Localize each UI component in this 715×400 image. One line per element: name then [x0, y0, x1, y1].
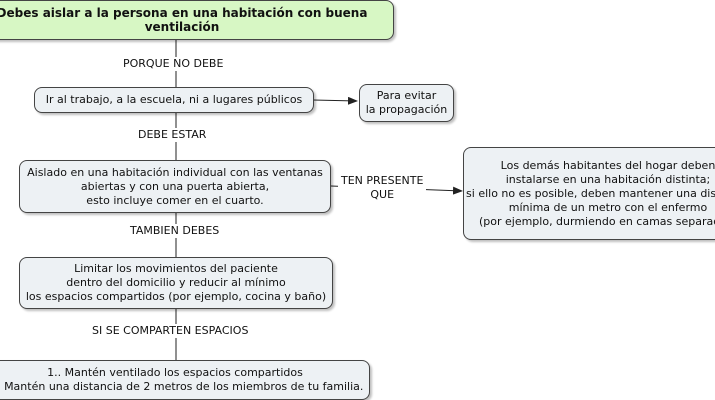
link-label-debe-estar: DEBE ESTAR: [135, 128, 210, 142]
link-label-ten-presente: TEN PRESENTE QUE: [338, 174, 427, 202]
root-node[interactable]: Debes aislar a la persona en una habitac…: [0, 0, 394, 40]
node-limitar[interactable]: Limitar los movimientos del paciente den…: [19, 257, 333, 309]
line-trabajo-to-evitar: [312, 96, 358, 105]
node-habitantes[interactable]: Los demás habitantes del hogar deben ins…: [463, 147, 715, 240]
node-trabajo[interactable]: Ir al trabajo, a la escuela, ni a lugare…: [34, 87, 314, 113]
link-label-tambien-debes: TAMBIEN DEBES: [127, 224, 223, 238]
link-label-si-comparten: SI SE COMPARTEN ESPACIOS: [89, 324, 252, 338]
node-mantener[interactable]: 1.. Mantén ventilado los espacios compar…: [0, 360, 370, 400]
link-label-porque-no-debe: PORQUE NO DEBE: [120, 57, 227, 71]
node-evitar[interactable]: Para evitar la propagación: [359, 84, 454, 122]
node-aislado[interactable]: Aislado en una habitación individual con…: [19, 160, 331, 213]
